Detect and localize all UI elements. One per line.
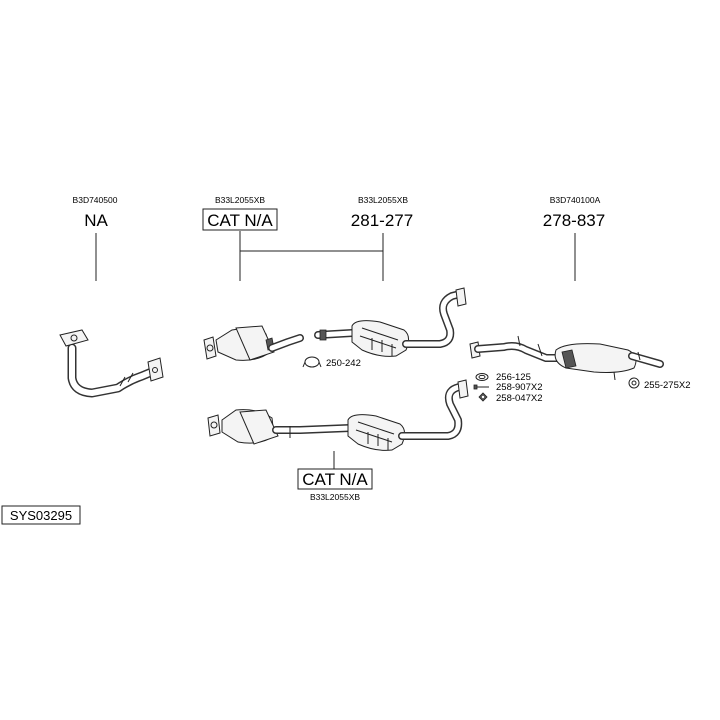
leader-lines [95, 231, 576, 469]
lower-catalyst-box [297, 468, 373, 490]
catalyst-part [203, 325, 304, 361]
part-number-front-pipe: NA [84, 211, 108, 230]
system-code-box [1, 505, 81, 525]
catalyst-box [202, 208, 278, 231]
part-code-lower-catalyst: B33L2055XB [310, 492, 360, 502]
middle-silencer-part [314, 287, 467, 357]
bolt-icon [473, 384, 489, 390]
nut-icon [478, 392, 488, 402]
rear-silencer-part [469, 335, 664, 381]
part-number-lower-catalyst: CAT N/A [302, 470, 368, 489]
part-code-rear-silencer: B3D740100A [550, 195, 601, 205]
part-code-front-pipe: B3D740500 [73, 195, 118, 205]
gasket-ring-icon [475, 373, 489, 381]
accessory-label-hanger: 255-275X2 [644, 380, 690, 391]
accessory-label-nut: 258-047X2 [496, 393, 542, 404]
front-pipe-part [59, 329, 164, 398]
rubber-hanger-icon [628, 377, 640, 389]
part-number-middle-silencer: 281-277 [351, 211, 413, 230]
accessory-label-gasket: 256-125 [496, 372, 531, 383]
part-code-middle-silencer: B33L2055XB [358, 195, 408, 205]
part-number-catalyst: CAT N/A [207, 211, 273, 230]
accessory-label-clamp: 250-242 [326, 358, 361, 369]
clamp-icon [302, 356, 322, 368]
accessory-label-bolt: 258-907X2 [496, 382, 542, 393]
part-code-catalyst: B33L2055XB [215, 195, 265, 205]
lower-catalyst-assembly [207, 379, 469, 451]
part-number-rear-silencer: 278-837 [543, 211, 605, 230]
system-code: SYS03295 [10, 508, 72, 523]
